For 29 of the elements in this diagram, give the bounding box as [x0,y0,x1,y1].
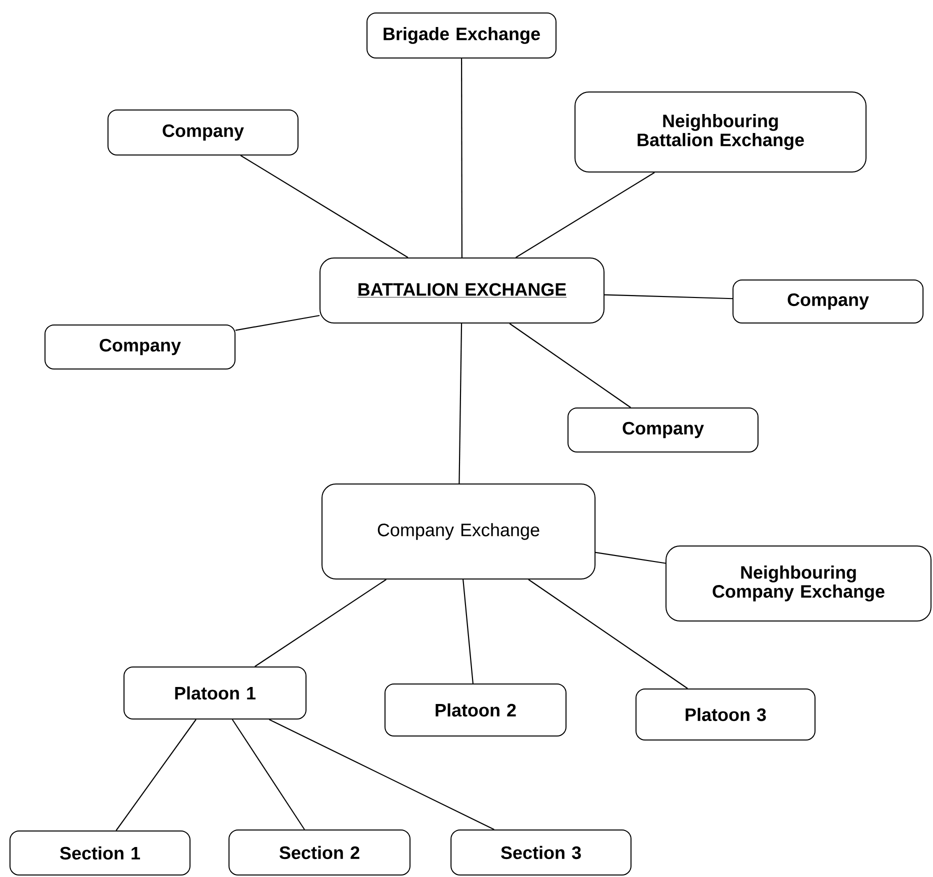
connector-line [595,552,666,564]
connector-line [462,579,474,684]
exchange-box: Platoon 3 [636,688,816,740]
exchange-box: Neighbouring Battalion Exchange [574,92,867,172]
exchange-box: Brigade Exchange [366,12,556,58]
connector-line [254,579,386,667]
exchange-box: Company [732,280,924,324]
connector-line [509,323,631,408]
connector-line [458,323,462,484]
exchange-box: Platoon 2 [384,684,566,736]
connector-line [528,579,688,689]
connector-line [604,294,733,300]
exchange-box: Section 2 [228,830,410,876]
exchange-box: BATTALION EXCHANGE [320,258,604,324]
connector-line [235,314,320,331]
exchange-box: Company Exchange [322,484,596,580]
exchange-box: Company [108,109,298,156]
connector-line [240,155,408,258]
exchange-box: Company [44,324,236,370]
connector-line [116,719,196,831]
connector-line [232,719,305,830]
connector-line [516,172,655,258]
exchange-box: Section 3 [450,830,632,876]
connector-line [268,719,494,830]
connector-line [461,58,462,258]
exchange-box: Section 1 [10,830,190,876]
exchange-box: Platoon 1 [124,666,306,720]
exchange-box: Neighbouring Company Exchange [666,546,932,622]
exchange-box: Company [568,408,759,452]
